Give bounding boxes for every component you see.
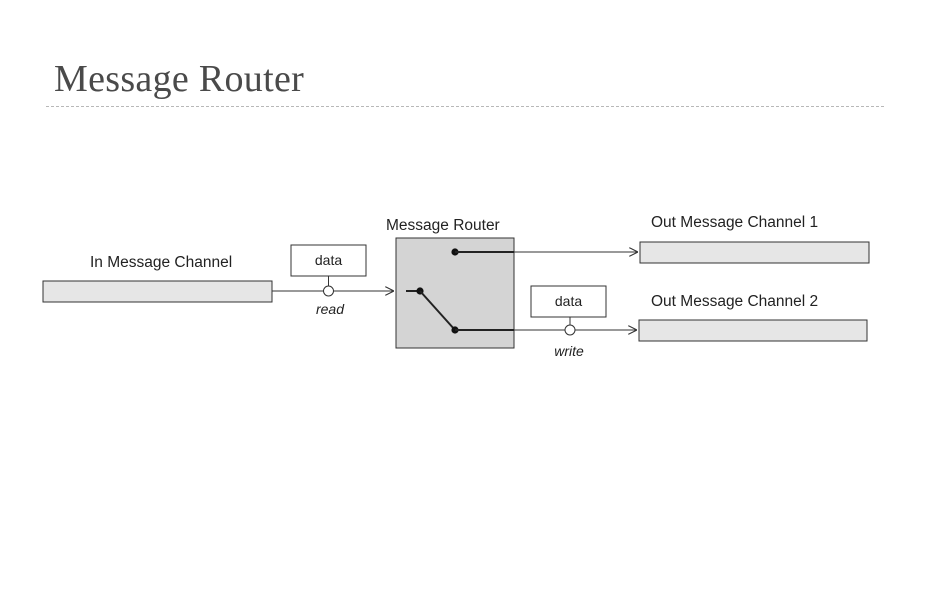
write-port-label: write: [554, 343, 584, 359]
router-switch-arm: [419, 290, 456, 331]
read-port-label: read: [316, 301, 345, 317]
write-data-box: [530, 285, 607, 318]
read-data-box: [290, 244, 367, 277]
out-channel-2-pipe: [638, 319, 868, 342]
title-divider: [46, 106, 884, 107]
write-data-label: data: [555, 293, 582, 309]
out-channel-1-pipe: [639, 241, 870, 264]
out-channel-2-label: Out Message Channel 2: [651, 293, 818, 310]
read-port-circle: [323, 285, 334, 297]
router-label: Message Router: [386, 217, 500, 234]
slide-title: Message Router: [54, 58, 305, 100]
write-port-circle: [564, 324, 576, 336]
read-data-label: data: [315, 252, 342, 268]
out-channel-1-label: Out Message Channel 1: [651, 214, 818, 231]
in-channel-pipe: [42, 280, 273, 303]
in-channel-label: In Message Channel: [90, 254, 232, 271]
